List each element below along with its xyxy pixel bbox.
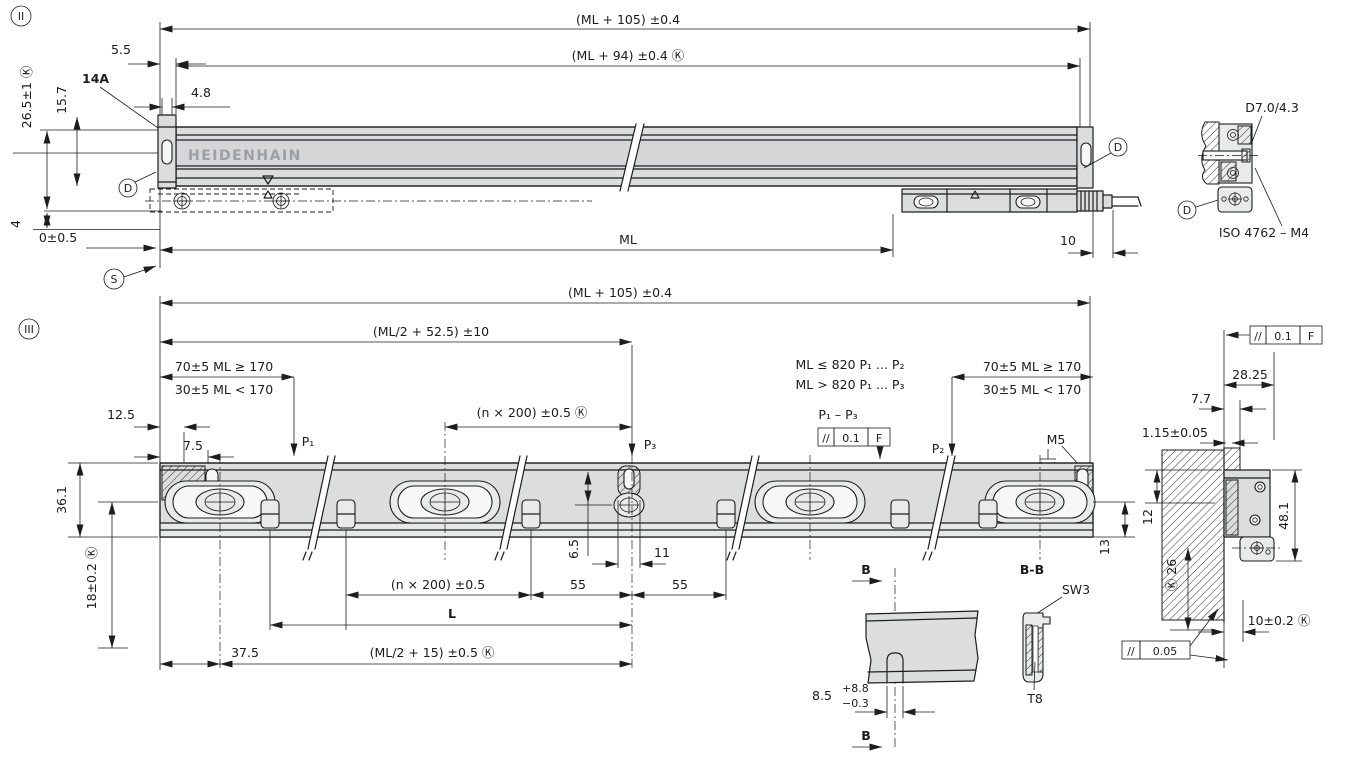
slider-ghost-outline <box>145 188 592 213</box>
label-p3: P₃ <box>644 437 657 452</box>
dim-k26: Ⓚ 26 <box>1164 559 1179 591</box>
cond-ml-le: ML ≤ 820 P₁ ... P₂ <box>796 357 905 372</box>
dim-ml94: (ML + 94) ±0.4 Ⓚ <box>572 48 685 63</box>
fcf-value: 0.1 <box>842 432 860 445</box>
label-14a: 14A <box>82 71 109 86</box>
fcf-symbol: // <box>822 432 830 445</box>
cond-right-top: 70±5 ML ≥ 170 <box>983 359 1081 374</box>
cable-gland <box>1076 190 1142 212</box>
fcf-parallelism-p1p3: // 0.1 F <box>817 427 891 459</box>
label-bb: B-B <box>1020 562 1044 577</box>
reference-mark-slider <box>263 190 273 199</box>
label-p1p3: P₁ – P₃ <box>818 407 857 422</box>
dim-ml105-top: (ML + 105) ±0.4 <box>576 12 680 27</box>
dim-7-7: 7.7 <box>1191 391 1211 406</box>
dim-48-1: 48.1 <box>1276 502 1291 530</box>
label-t8: T8 <box>1026 691 1043 706</box>
reference-mark-top <box>262 175 274 185</box>
detail-d-marker-left-circle <box>118 178 138 198</box>
view2-marker-label: II <box>18 10 25 23</box>
heidenhain-logo: HEIDENHAIN <box>188 148 302 164</box>
detail-d-screw: ISO 4762 – M4 <box>1219 225 1309 240</box>
fcf3-symbol: // <box>1127 645 1135 658</box>
cross-section-view: // 0.1 F 28.25 7.7 1.15±0.05 12 Ⓚ 26 <box>1121 325 1323 668</box>
label-b-bottom: B <box>861 728 871 743</box>
dim-l: L <box>448 606 456 621</box>
dim-26-5: 26.5±1 Ⓚ <box>19 65 34 128</box>
label-b-top: B <box>861 562 871 577</box>
dim-4-8: 4.8 <box>191 85 211 100</box>
cond-left-bottom: 30±5 ML < 170 <box>175 382 273 397</box>
dim-55a: 55 <box>570 577 586 592</box>
lower-view: III (ML + 105) ±0.4 (ML/2 + 52.5) ±10 70… <box>18 285 1135 670</box>
tensioning-key <box>1022 612 1051 683</box>
dim-8-5: 8.5 <box>812 688 832 703</box>
dim-11: 11 <box>654 545 670 560</box>
fcf-parallelism-005: // 0.05 <box>1121 608 1229 662</box>
dim-0: 0±0.5 <box>39 230 77 245</box>
rail-section <box>865 610 979 684</box>
scale-body-top-view: HEIDENHAIN <box>157 114 1094 199</box>
view3-marker-circle <box>18 318 40 340</box>
detail-d-callout: D <box>1183 204 1191 217</box>
detail-d-callout-circle <box>1177 200 1197 220</box>
datum-s-circle <box>103 268 125 290</box>
dim-1-15: 1.15±0.05 <box>1142 425 1208 440</box>
break-lines <box>302 455 956 561</box>
dim-4: 4 <box>8 220 23 228</box>
label-sw3: SW3 <box>1062 582 1090 597</box>
dim-15-7: 15.7 <box>54 86 69 114</box>
dim-6-5: 6.5 <box>566 539 581 559</box>
dim-8-5-tol-plus: +8.8 <box>842 682 869 695</box>
detail-d-view: D7.0/4.3 D ISO 4762 – M4 <box>1177 100 1309 240</box>
dim-5-5: 5.5 <box>111 42 131 57</box>
scale-cross-section <box>1223 469 1282 562</box>
label-p1: P₁ <box>302 434 315 449</box>
dim-55b: 55 <box>672 577 688 592</box>
label-p2: P₂ <box>932 441 945 456</box>
dim-37-5: 37.5 <box>231 645 259 660</box>
dim-8-5-tol-minus: −0.3 <box>842 697 869 710</box>
detail-d-marker-right: D <box>1114 141 1122 154</box>
dim-10: 10 <box>1060 233 1076 248</box>
dim-ml105-lower: (ML + 105) ±0.4 <box>568 285 672 300</box>
view3-marker-label: III <box>24 323 34 336</box>
dim-36-1: 36.1 <box>54 486 69 514</box>
dim-ml2-15: (ML/2 + 15) ±0.5 Ⓚ <box>370 645 495 660</box>
dim-28-25: 28.25 <box>1232 367 1268 382</box>
dim-ml: ML <box>619 232 637 247</box>
detail-d-title: D7.0/4.3 <box>1245 100 1299 115</box>
reading-head <box>901 188 1142 213</box>
dim-13: 13 <box>1097 539 1112 555</box>
dim-n200-k: (n × 200) ±0.5 Ⓚ <box>477 405 588 420</box>
dim-7-5: 7.5 <box>183 438 203 453</box>
fcf2-datum: F <box>1308 330 1314 343</box>
detail-d-marker-right-circle <box>1108 137 1128 157</box>
dim-ml2-52: (ML/2 + 52.5) ±10 <box>373 324 489 339</box>
cond-left-top: 70±5 ML ≥ 170 <box>175 359 273 374</box>
view2-marker-circle <box>10 5 32 27</box>
datum-s-label: S <box>111 273 118 286</box>
cond-ml-gt: ML > 820 P₁ ... P₃ <box>796 377 905 392</box>
label-m5: M5 <box>1047 432 1066 447</box>
cond-right-bottom: 30±5 ML < 170 <box>983 382 1081 397</box>
dim-18: 18±0.2 Ⓚ <box>84 546 99 609</box>
dim-12-5: 12.5 <box>107 407 135 422</box>
detail-d-marker-left: D <box>124 182 132 195</box>
clamp-tabs <box>260 499 998 529</box>
fcf2-symbol: // <box>1254 330 1262 343</box>
p3-boss <box>613 465 645 518</box>
dim-n200-bottom: (n × 200) ±0.5 <box>391 577 485 592</box>
fcf3-value: 0.05 <box>1153 645 1178 658</box>
section-bb: B-B SW3 T8 <box>1020 562 1090 706</box>
top-view: II (ML + 105) ±0.4 (ML + 94) ±0.4 Ⓚ 5.5 … <box>8 5 1142 290</box>
fcf-datum: F <box>876 432 882 445</box>
dim-10-02: 10±0.2 Ⓚ <box>1248 613 1311 628</box>
dim-12: 12 <box>1140 509 1155 525</box>
fcf2-value: 0.1 <box>1274 330 1292 343</box>
fcf-parallelism-f: // 0.1 F <box>1226 325 1323 345</box>
section-b: B 8.5 +8.8 −0.3 B <box>812 562 979 751</box>
